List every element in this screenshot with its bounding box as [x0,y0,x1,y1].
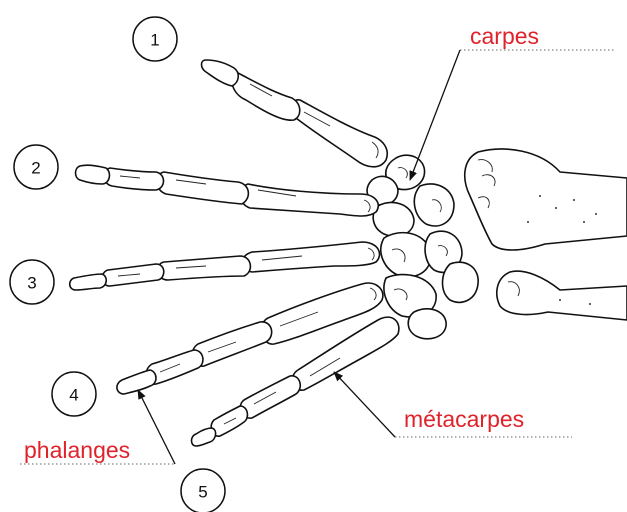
finger-number-3-text: 3 [27,274,36,293]
label-phalanges: phalanges [20,390,175,464]
finger-4-bones [117,283,383,394]
finger-number-5-text: 5 [198,483,207,502]
label-carpes-text: carpes [470,23,539,49]
finger-number-2-text: 2 [31,159,40,178]
finger-number-4-text: 4 [69,386,78,405]
finger-number-1-text: 1 [150,31,159,50]
carpal-bones [367,155,478,339]
label-phalanges-arrow [138,390,175,464]
radius-bone [465,149,627,250]
label-phalanges-text: phalanges [24,437,130,463]
label-metacarpes-arrow [334,372,395,437]
label-metacarpes: métacarpes [334,372,572,437]
finger-1-bones [202,60,388,167]
finger-number-2: 2 [14,145,58,189]
finger-number-1: 1 [133,17,177,61]
label-carpes-arrow [410,50,460,180]
finger-number-3: 3 [10,260,54,304]
ulna-bone [497,271,627,320]
label-metacarpes-text: métacarpes [404,406,524,432]
finger-number-5: 5 [181,469,225,512]
finger-3-bones [70,242,380,290]
finger-2-bones [76,165,379,216]
finger-number-4: 4 [52,372,96,416]
